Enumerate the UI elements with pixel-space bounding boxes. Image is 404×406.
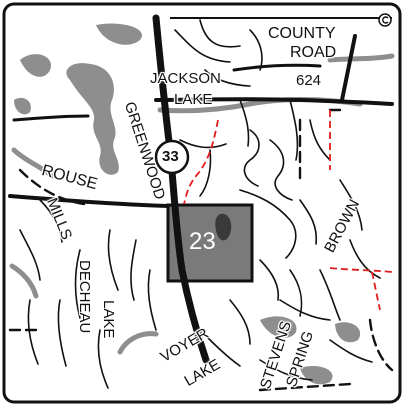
rouse-road: [8, 194, 170, 208]
route-shield-icon: [154, 139, 190, 175]
west-road: [12, 114, 90, 122]
county-road-label-line1: COUNTY: [268, 25, 336, 42]
section-number: 23: [189, 228, 216, 255]
voyer-lake-water: [260, 316, 297, 338]
decheau-label: DECHEAU: [76, 260, 93, 334]
county-road-624: [340, 34, 357, 102]
jackson-lake-water: [66, 63, 119, 175]
major-roads: [8, 14, 394, 364]
west-shore-water: [20, 54, 52, 77]
county-road-number: 624: [296, 72, 322, 89]
west-pond-water: [14, 97, 31, 115]
route-shield-number: 33: [162, 148, 179, 165]
decheau-lake-label: LAKE: [100, 300, 117, 339]
north-lake-water: [96, 23, 142, 45]
county-road-label-line2: ROAD: [290, 44, 337, 61]
red-boundaries: [183, 110, 393, 311]
minor-roads: [19, 19, 381, 389]
jackson-lake-road: [154, 97, 394, 106]
route-33-road: [152, 14, 210, 364]
copyright-icon: [378, 13, 392, 27]
east-route: [232, 63, 322, 72]
section-inner-pond: [215, 213, 232, 241]
jackson-label: JACKSON: [150, 70, 221, 87]
east-lake-water: [335, 322, 361, 343]
jackson-lake-label: LAKE: [174, 91, 213, 108]
